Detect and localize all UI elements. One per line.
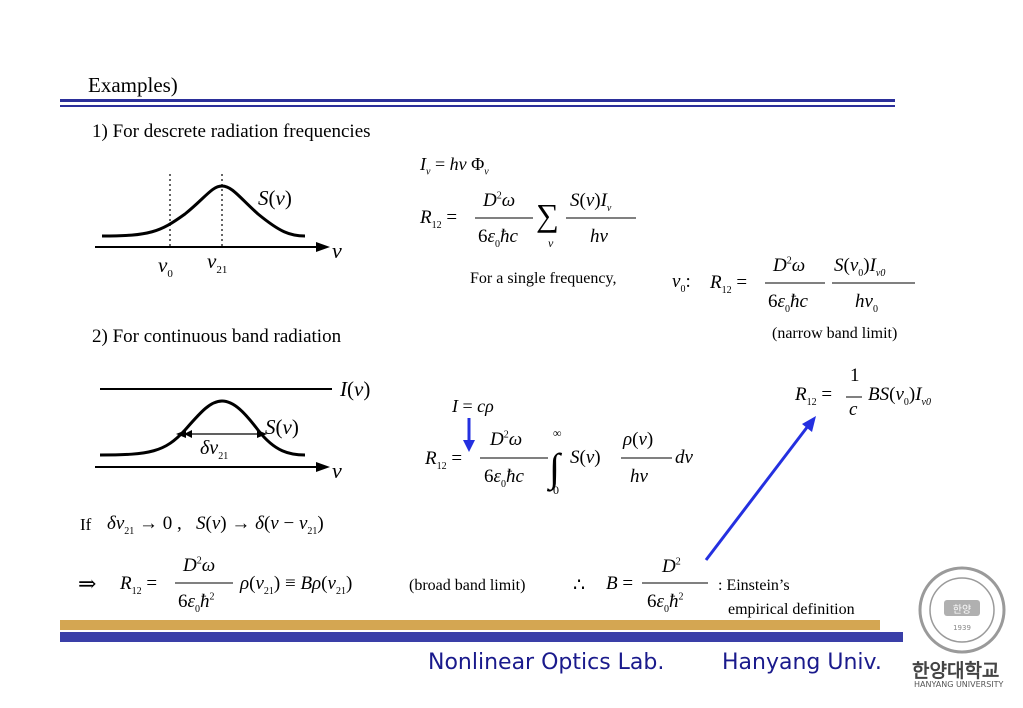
diagram-discrete [95,174,330,252]
nu-axis-label-1: ν [332,238,342,263]
delta-nu21-label: δν21 [200,437,229,462]
eq-bs: BS(ν0)Iν0 [868,384,931,408]
eq-one: 1 [850,365,860,386]
eq-final-num: D2ω [183,555,216,576]
nu21-label: ν21 [207,249,228,277]
down-arrow [463,418,475,452]
logo-korean: 한양대학교 [912,660,1000,682]
eq-single-den2: hν0 [855,291,878,315]
eq-c: c [849,399,858,420]
logo-english: HANYANG UNIVERSITY [914,680,1004,689]
s-nu-label: S(ν) [258,186,292,210]
section2-title: 2) For continuous band radiation [92,326,342,347]
header-rule-top [60,99,895,102]
eq-r12-num: D2ω [483,190,516,211]
eq-final-lhs: R12 = [120,573,158,597]
eq-hnu-den: hν [590,226,608,247]
section1-title: 1) For descrete radiation frequencies [92,121,371,142]
eq-int-dnu: dν [675,447,693,468]
narrow-band-note: (narrow band limit) [772,325,898,342]
eq-final-rhs: ρ(ν21) ≡ Bρ(ν21) [240,573,353,597]
svg-text:∫: ∫ [546,445,563,492]
eq-int-hnu: hν [630,466,648,487]
eq-if-condition: δν21 → 0 , S(ν) → δ(ν − ν21) [107,513,324,537]
eq-s-i-num: S(ν)Iν [570,190,612,214]
footer-bar-gold [60,620,880,630]
eq-int-s: S(ν) [570,447,601,468]
einstein-note-1: : Einstein’s [718,577,790,594]
eq-int-num: D2ω [490,429,523,450]
eq-b-den: 6ε0ħ2 [647,591,684,615]
sum-index: ν [548,236,554,250]
eq-r12-b-lhs: R12 = [795,384,833,408]
implies-symbol: ⇒ [78,571,97,596]
eq-final-den: 6ε0ħ2 [178,591,215,615]
eq-single-den: 6ε0ħc [768,291,808,315]
header-rule-bottom [60,105,895,107]
eq-single-num2: S(ν0)Iν0 [834,255,886,279]
eq-b-lhs: B = [606,573,634,594]
eq-b-num: D2 [662,556,681,577]
eq-int-den: 6ε0ħc [484,466,524,490]
svg-text:∞: ∞ [553,426,562,440]
eq-r12-discrete-lhs: R12 = [420,207,458,231]
eq-r12-single-lhs: R12 = [710,272,748,296]
footer-bar-blue [60,632,903,642]
eq-i-c-rho: I = cρ [452,396,494,416]
eq-r12-int-lhs: R12 = [425,448,463,472]
eq-r12-den: 6ε0ħc [478,226,518,250]
footer-lab: Nonlinear Optics Lab. [428,650,665,675]
footer-univ: Hanyang Univ. [722,650,882,675]
eq-single-num: D2ω [773,255,806,276]
eq-intensity: Iν = hν Φν [420,154,489,178]
eq-int-rho: ρ(ν) [623,429,654,450]
seal-year: 1939 [953,624,971,632]
diagonal-arrow [704,416,816,561]
svg-text:∑: ∑ [536,197,559,233]
diagram-continuous [95,388,332,472]
einstein-note-2: empirical definition [728,601,855,618]
equation-rules [175,217,915,584]
university-seal-icon: 한양 1939 [918,566,1006,654]
therefore-symbol: ∴ [573,575,586,596]
page-title: Examples) [88,73,178,97]
nu-axis-label-2: ν [332,458,342,483]
s-nu-label-2: S(ν) [265,415,299,439]
nu0-label: ν0 [158,253,173,281]
broad-band-note: (broad band limit) [409,577,526,594]
svg-text:0: 0 [553,483,559,497]
i-nu-label: I(ν) [340,377,371,401]
if-label: If [80,515,92,534]
seal-text: 한양 [953,604,971,616]
single-frequency-note: For a single frequency, [470,270,617,287]
nu0-colon: ν0: [672,271,691,295]
